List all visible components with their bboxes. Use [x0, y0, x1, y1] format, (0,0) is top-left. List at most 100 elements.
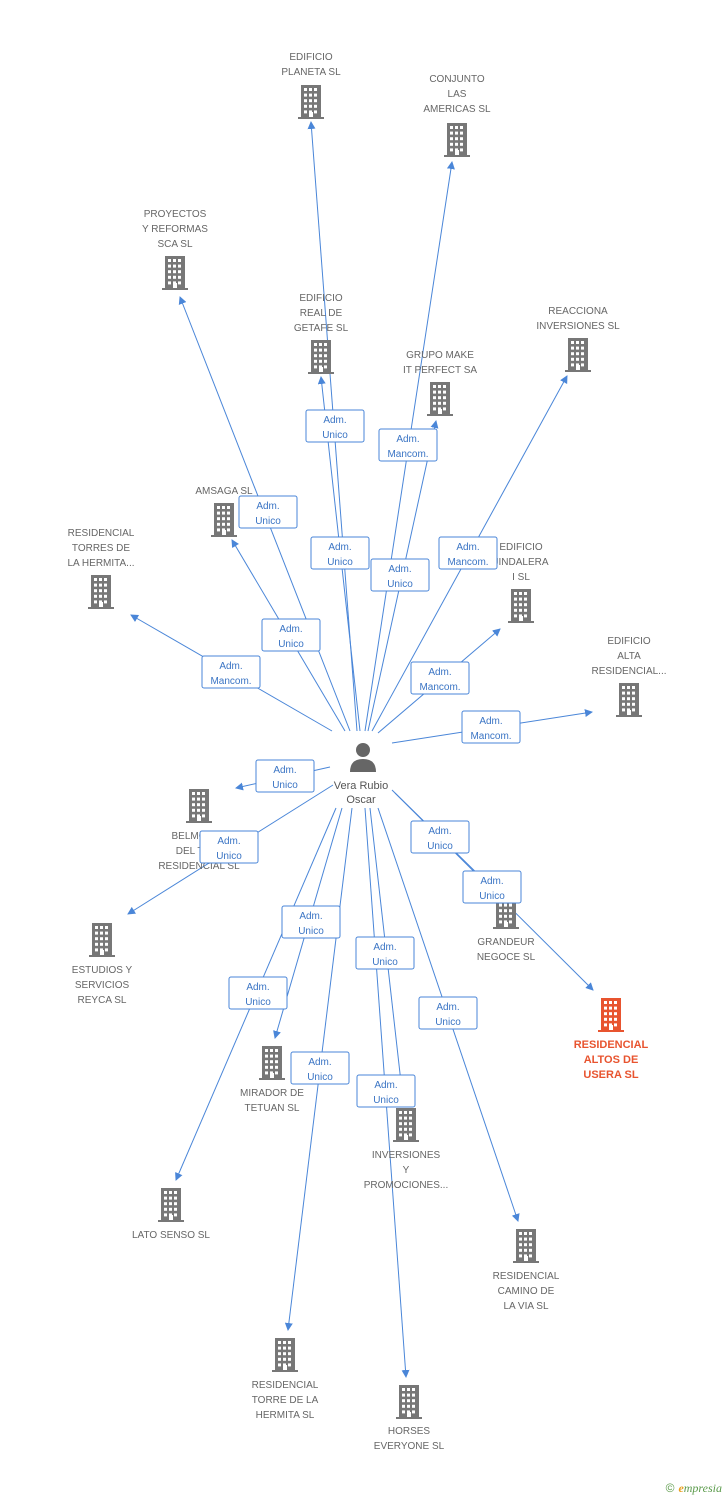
- company-name-line: TETUAN SL: [244, 1103, 299, 1114]
- company-name-line: RESIDENCIAL...: [591, 666, 666, 677]
- company-name-line: RESIDENCIAL: [574, 1039, 649, 1051]
- building-icon: [89, 923, 115, 957]
- edge-label-edificio-jindalera[interactable]: Adm.Mancom.: [410, 661, 470, 695]
- edge-label-line: Unico: [245, 997, 271, 1008]
- building-icon: [211, 503, 237, 537]
- edge-label-edificio-real-getafe[interactable]: Adm. Unico: [310, 536, 370, 570]
- edge-label-line: Adm.: [479, 716, 502, 727]
- center-person-node[interactable]: Vera Rubio Oscar: [334, 743, 388, 806]
- company-node-amsaga[interactable]: AMSAGA SL: [195, 486, 253, 537]
- edge-labels-layer: Adm.UnicoAdm.UnicoAdm.UnicoAdm.UnicoAdm.…: [199, 409, 522, 1108]
- edge-label-residencial-torres-hermita[interactable]: Adm.Mancom.: [201, 655, 261, 689]
- company-name-line: EDIFICIO: [607, 636, 651, 647]
- company-name-line: RESIDENCIAL: [252, 1380, 319, 1391]
- edge-label-line: Unico: [298, 926, 324, 937]
- edge-label-residencial-torre-hermita[interactable]: Adm.Unico: [290, 1051, 350, 1085]
- edge-label-reacciona-inversiones[interactable]: Adm.Mancom.: [438, 536, 498, 570]
- company-name-line: AMERICAS SL: [423, 104, 491, 115]
- edge-label-residencial-altos-usera[interactable]: Adm.Unico: [462, 870, 522, 904]
- center-person-name-line1: Vera Rubio: [334, 780, 388, 792]
- edge-label-proyectos-reformas-sca[interactable]: Adm.Unico: [238, 495, 298, 529]
- company-name-line: ALTOS DE: [584, 1054, 639, 1066]
- edge-label-amsaga[interactable]: Adm.Unico: [261, 618, 321, 652]
- company-name-line: BELMONTE: [171, 831, 226, 842]
- edge-label-line: Unico: [255, 516, 281, 527]
- edge-label-edificio-alta-residencial[interactable]: Adm. Mancom.: [461, 710, 521, 744]
- edge-label-line: Adm.: [328, 542, 351, 553]
- building-icon: [158, 1188, 184, 1222]
- edge-label-line: Unico: [479, 891, 505, 902]
- edge-label-line: Mancom.: [470, 731, 511, 742]
- edge-label-line: Adm.: [299, 911, 322, 922]
- company-name-line: TORRES DE: [72, 543, 130, 554]
- edge-label-line: Unico: [278, 639, 304, 650]
- building-icon: [308, 340, 334, 374]
- company-name-line: INVERSIONES SL: [536, 321, 620, 332]
- edge-label-line: Adm.: [388, 564, 411, 575]
- edge-label-lato-senso[interactable]: Adm.Unico: [228, 976, 288, 1010]
- edge-label-horses-everyone[interactable]: Adm.Unico: [356, 1074, 416, 1108]
- edge-label-conjunto-las-americas[interactable]: Adm.Unico: [370, 558, 430, 592]
- company-name-line: SCA SL: [157, 239, 192, 250]
- edge-label-grandeur-negoce[interactable]: Adm.Unico: [410, 820, 470, 854]
- edge-label-line: Adm.: [273, 765, 296, 776]
- company-name-line: LATO SENSO SL: [132, 1230, 210, 1241]
- building-icon: [162, 256, 188, 290]
- company-name-line: I SL: [512, 572, 530, 583]
- company-name-line: JINDALERA: [493, 557, 548, 568]
- edge-label-grupo-make-it-perfect[interactable]: Adm. Mancom.: [378, 428, 438, 462]
- company-node-edificio-alta-residencial[interactable]: EDIFICIOALTARESIDENCIAL...: [591, 636, 667, 717]
- company-node-inversiones-promociones[interactable]: INVERSIONESYPROMOCIONES...: [364, 1108, 448, 1191]
- company-name-line: Y: [403, 1165, 410, 1176]
- company-name-line: AMSAGA SL: [195, 486, 253, 497]
- edge-label-mirador-tetuan[interactable]: Adm. Unico: [281, 905, 341, 939]
- edge-label-line: Adm.: [373, 942, 396, 953]
- company-name-line: SERVICIOS: [75, 980, 130, 991]
- edge-label-belmonte-tajo[interactable]: Adm. Unico: [255, 759, 315, 793]
- edge-label-line: Unico: [272, 780, 298, 791]
- company-name-line: CAMINO DE: [498, 1286, 555, 1297]
- building-icon: [616, 683, 642, 717]
- edge-label-line: Adm.: [456, 542, 479, 553]
- edge-label-line: Unico: [327, 557, 353, 568]
- company-node-edificio-jindalera[interactable]: EDIFICIO JINDALERA I SL: [493, 542, 549, 623]
- company-name-line: PROMOCIONES...: [364, 1180, 448, 1191]
- edge-label-line: Adm.: [396, 434, 419, 445]
- company-name-line: PLANETA SL: [281, 67, 341, 78]
- company-name-line: IT PERFECT SA: [403, 365, 477, 376]
- company-name-line: EDIFICIO: [499, 542, 543, 553]
- edge-label-residencial-camino-via[interactable]: Adm.Unico: [418, 996, 478, 1030]
- edge-label-estudios-servicios-reyca[interactable]: Adm.Unico: [199, 830, 259, 864]
- company-name-line: REAL DE: [300, 308, 343, 319]
- building-icon: [259, 1046, 285, 1080]
- building-icon: [565, 338, 591, 372]
- edge-label-edificio-planeta[interactable]: Adm.Unico: [305, 409, 365, 443]
- company-name-line: EDIFICIO: [299, 293, 343, 304]
- company-name-line: LA VIA SL: [503, 1301, 548, 1312]
- edge-label-line: Adm.: [323, 415, 346, 426]
- building-icon: [444, 123, 470, 157]
- company-name-line: EVERYONE SL: [374, 1441, 445, 1452]
- edge-label-line: Mancom.: [387, 449, 428, 460]
- company-name-line: RESIDENCIAL SL: [158, 861, 240, 872]
- person-icon: [350, 743, 376, 772]
- edge-label-line: Adm.: [219, 661, 242, 672]
- company-node-lato-senso[interactable]: LATO SENSO SL: [132, 1188, 210, 1241]
- edge-label-inversiones-promociones[interactable]: Adm.Unico: [355, 936, 415, 970]
